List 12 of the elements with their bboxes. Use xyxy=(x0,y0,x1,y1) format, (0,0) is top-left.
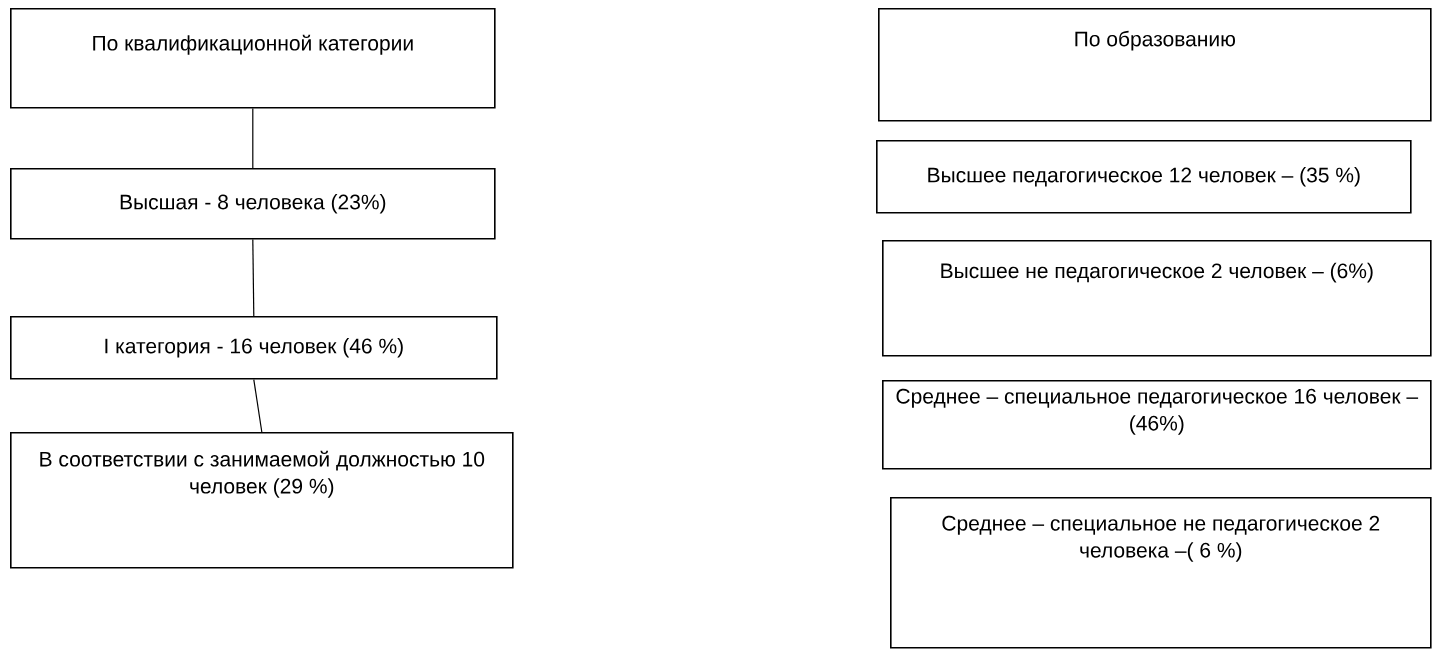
text-box: Высшая - 8 человека (23%) xyxy=(10,168,496,240)
text-box: Высшее педагогическое 12 человек – (35 %) xyxy=(876,140,1412,214)
connector-line xyxy=(252,108,254,169)
connector-line xyxy=(253,379,263,433)
connector-line xyxy=(252,239,255,317)
text-box: По образованию xyxy=(878,8,1432,122)
text-box: Высшее не педагогическое 2 человек – (6%) xyxy=(882,240,1432,357)
text-box: В соответствии с занимаемой должностью 10 человек (29 %) xyxy=(10,432,514,569)
text-box: I категория - 16 человек (46 %) xyxy=(10,316,498,380)
text-box: Среднее – специальное не педагогическое 2 человека –( 6 %) xyxy=(890,497,1432,649)
text-box: По квалификационной категории xyxy=(10,8,496,109)
text-box: Среднее – специальное педагогическое 16 человек – (46%) xyxy=(882,380,1432,470)
